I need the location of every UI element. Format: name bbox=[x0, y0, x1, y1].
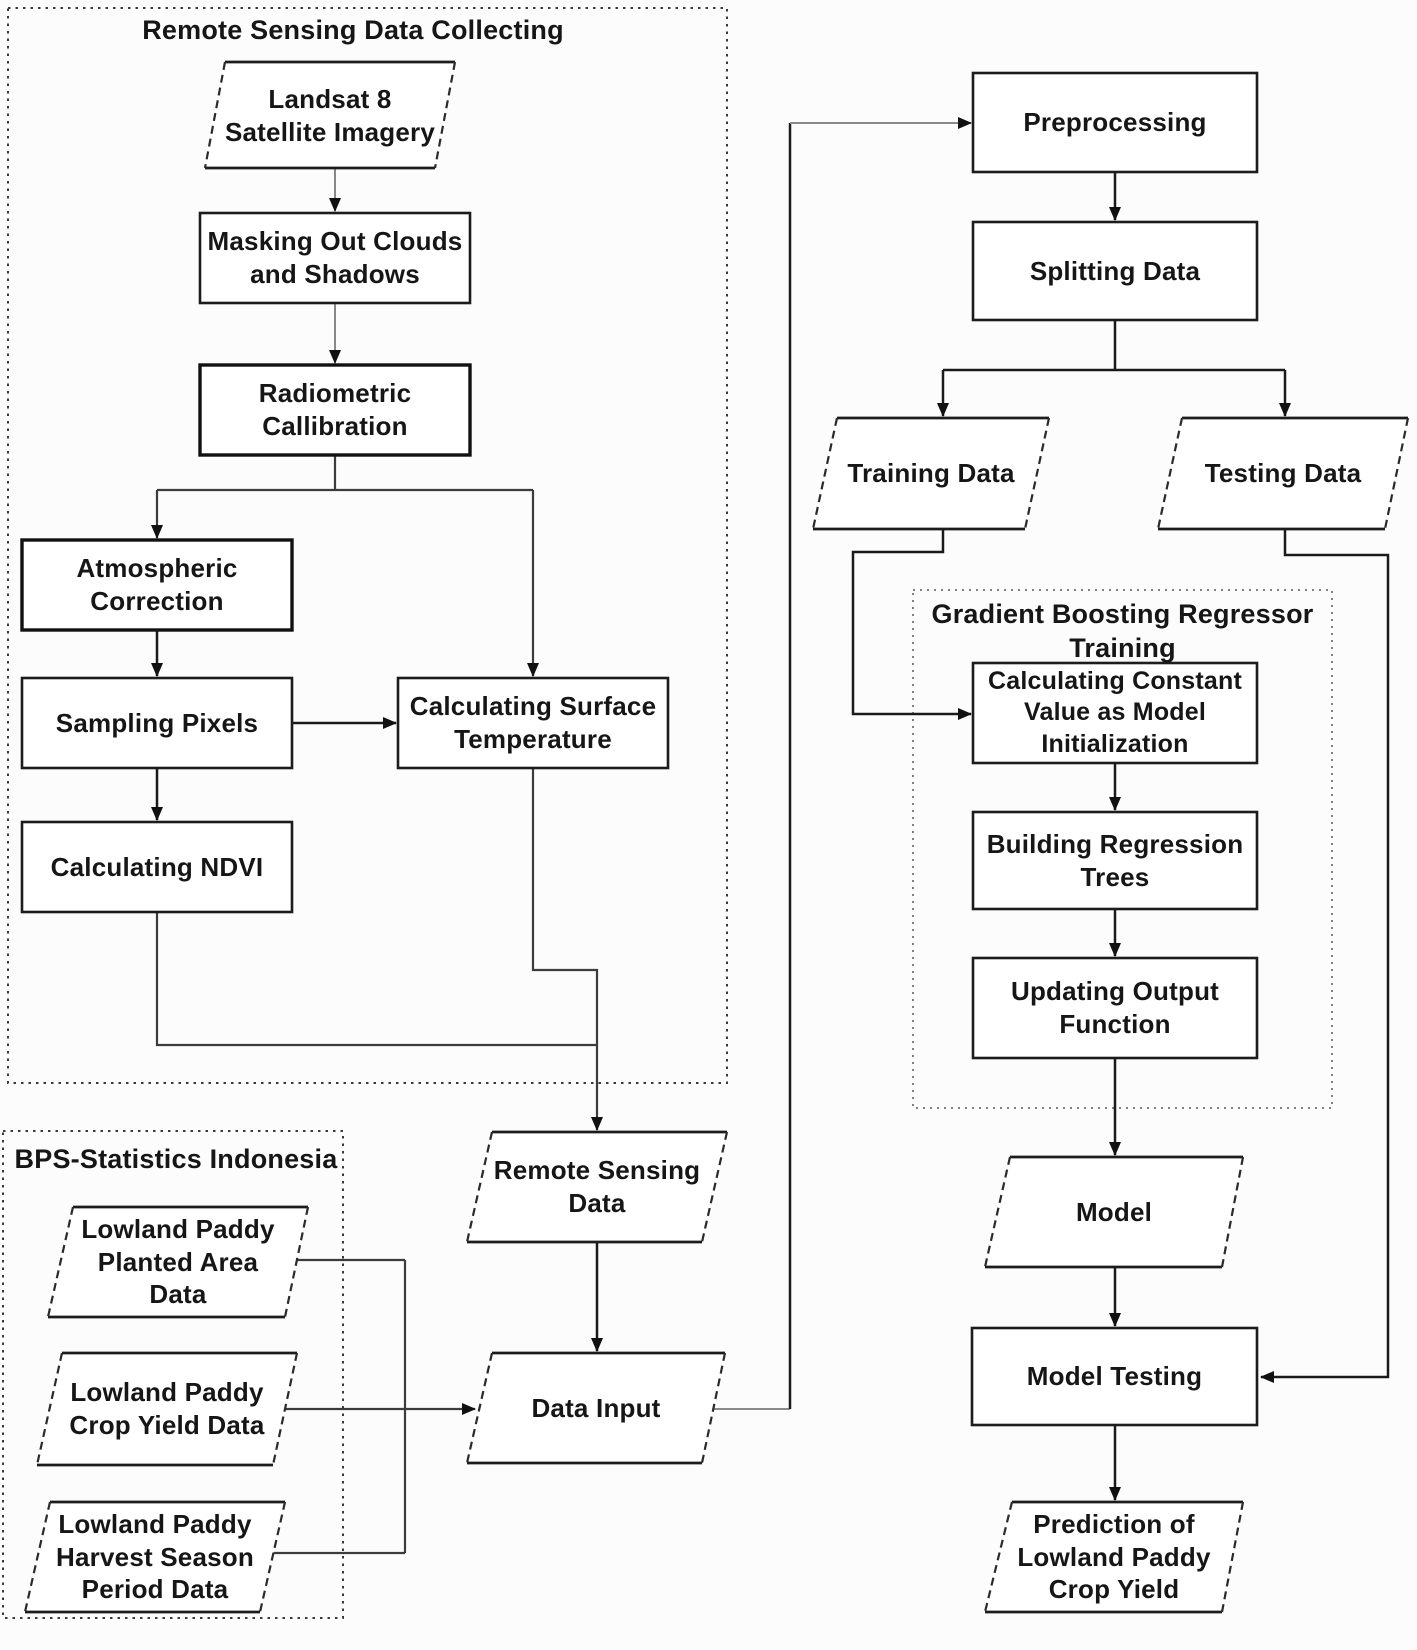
edge-ndvi-merge bbox=[155, 912, 597, 1047]
planted-label: Lowland Paddy Planted Area Data bbox=[81, 1213, 275, 1310]
modeltesting-box bbox=[970, 1326, 1259, 1427]
masking-label: Masking Out Clouds and Shadows bbox=[207, 226, 463, 289]
modeltesting-label: Model Testing bbox=[1026, 1361, 1203, 1392]
container-remote-sensing-collecting bbox=[7, 7, 728, 1084]
updating-label: Updating Output Function bbox=[1010, 976, 1220, 1039]
testing-shape bbox=[1156, 416, 1410, 531]
planted-shape bbox=[46, 1205, 310, 1319]
rsdata-shape bbox=[465, 1130, 729, 1244]
landsat-label: Landsat 8 Satellite Imagery bbox=[224, 84, 436, 147]
training-label: Training Data bbox=[847, 458, 1015, 489]
model-shape bbox=[983, 1155, 1245, 1269]
calcconst-box bbox=[971, 661, 1259, 765]
prediction-label: Prediction of Lowland Paddy Crop Yield bbox=[1017, 1508, 1211, 1605]
edge-surface-temp-rsdata bbox=[531, 768, 603, 1131]
atmospheric-box bbox=[20, 538, 294, 632]
splitting-label: Splitting Data bbox=[1029, 255, 1201, 286]
radiometric-label: Radiometric Callibration bbox=[258, 378, 412, 441]
rsdata-label: Remote Sensing Data bbox=[493, 1155, 701, 1218]
masking-box bbox=[198, 211, 472, 305]
prediction-shape bbox=[983, 1500, 1245, 1614]
sampling-box bbox=[20, 676, 294, 770]
edge-bps-merge bbox=[272, 1258, 407, 1555]
preprocessing-label: Preprocessing bbox=[1023, 107, 1207, 138]
ndvi-box bbox=[20, 820, 294, 914]
harvest-label: Lowland Paddy Harvest Season Period Data bbox=[56, 1508, 254, 1605]
title-remote-sensing-collecting: Remote Sensing Data Collecting bbox=[142, 14, 564, 45]
ndvi-label: Calculating NDVI bbox=[50, 851, 264, 882]
edge-testing-modeltesting bbox=[1260, 529, 1390, 1383]
building-box bbox=[971, 810, 1259, 911]
datainput-label: Data Input bbox=[531, 1392, 661, 1423]
landsat-shape bbox=[203, 60, 457, 170]
model-label: Model bbox=[1075, 1196, 1153, 1227]
calcconst-label: Calculating Constant Value as Model Init… bbox=[987, 666, 1242, 758]
title-gradient-boosting: Gradient Boosting Regressor Training bbox=[931, 598, 1314, 663]
container-bps-statistics bbox=[2, 1130, 344, 1619]
harvest-shape bbox=[23, 1500, 287, 1614]
training-shape bbox=[811, 416, 1051, 531]
title-bps-statistics: BPS-Statistics Indonesia bbox=[14, 1144, 338, 1174]
edge-radiometric-branch bbox=[157, 455, 533, 492]
cropyield-label: Lowland Paddy Crop Yield Data bbox=[69, 1377, 265, 1440]
atmospheric-label: Atmospheric Correction bbox=[76, 553, 238, 616]
preprocessing-box bbox=[971, 71, 1259, 174]
surface-temp-label: Calculating Surface Temperature bbox=[409, 691, 657, 754]
edge-training-calcconst bbox=[851, 529, 972, 720]
surface-temp-box bbox=[396, 676, 670, 770]
building-label: Building Regression Trees bbox=[986, 828, 1244, 892]
updating-box bbox=[971, 956, 1259, 1060]
testing-label: Testing Data bbox=[1204, 458, 1362, 489]
splitting-box bbox=[971, 220, 1259, 322]
sampling-label: Sampling Pixels bbox=[55, 707, 259, 738]
cropyield-shape bbox=[35, 1351, 299, 1467]
datainput-shape bbox=[465, 1351, 727, 1465]
edge-splitting-branch bbox=[943, 320, 1285, 372]
radiometric-box bbox=[198, 363, 472, 457]
